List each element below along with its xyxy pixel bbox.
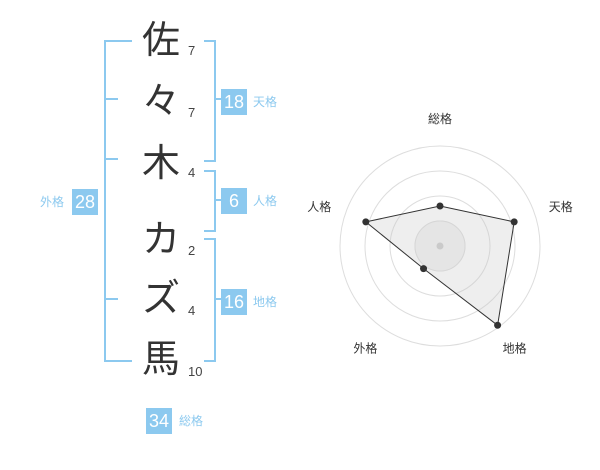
tenkaku-label: 天格 bbox=[253, 95, 278, 109]
radar-series-polygon bbox=[364, 205, 515, 327]
tenkaku-value: 18 bbox=[221, 89, 247, 115]
radar-ring bbox=[389, 195, 491, 297]
name-char-3: 木 bbox=[141, 141, 180, 185]
jinkaku-value: 6 bbox=[221, 188, 247, 214]
bracket-tick bbox=[104, 158, 118, 160]
jinkaku-bracket bbox=[204, 170, 216, 232]
stroke-count-5: 4 bbox=[188, 303, 196, 318]
radar-point-5 bbox=[362, 218, 370, 226]
gaikaku-value: 28 bbox=[72, 189, 98, 215]
radar-axis-label-4: 外格 bbox=[353, 341, 377, 356]
bracket-connector bbox=[214, 298, 222, 300]
gaikaku-bracket bbox=[104, 40, 132, 362]
radar-point-4 bbox=[420, 265, 428, 273]
bracket-tick bbox=[104, 298, 118, 300]
bracket-connector bbox=[214, 199, 222, 201]
radar-axis-label-1: 総格 bbox=[428, 111, 452, 126]
name-char-5: ズ bbox=[141, 276, 180, 320]
name-char-4: カ bbox=[141, 217, 180, 261]
stroke-count-4: 2 bbox=[188, 243, 196, 258]
stroke-count-2: 7 bbox=[188, 105, 196, 120]
radar-point-1 bbox=[436, 202, 444, 210]
stroke-count-3: 4 bbox=[188, 165, 196, 180]
chikaku-label: 地格 bbox=[253, 295, 278, 309]
tenkaku-bracket bbox=[204, 40, 216, 162]
soukaku-value: 34 bbox=[146, 408, 172, 434]
soukaku-label: 総格 bbox=[179, 414, 204, 428]
radar-point-3 bbox=[494, 321, 502, 329]
name-char-2: 々 bbox=[141, 79, 180, 123]
chikaku-value: 16 bbox=[221, 289, 247, 315]
stroke-count-1: 7 bbox=[188, 43, 196, 58]
bracket-connector bbox=[214, 98, 222, 100]
name-char-6: 馬 bbox=[141, 337, 180, 381]
radar-center-dot bbox=[436, 242, 444, 250]
radar-point-2 bbox=[510, 218, 518, 226]
radar-axis-label-2: 天格 bbox=[549, 199, 573, 214]
stroke-count-6: 10 bbox=[188, 364, 203, 379]
gaikaku-label: 外格 bbox=[40, 195, 65, 209]
radar-axis-label-3: 地格 bbox=[503, 341, 527, 356]
radar-ring bbox=[364, 170, 516, 322]
bracket-tick bbox=[104, 98, 118, 100]
name-char-1: 佐 bbox=[141, 18, 180, 62]
radar-axis-label-5: 人格 bbox=[307, 199, 331, 214]
chikaku-bracket bbox=[204, 238, 216, 362]
jinkaku-label: 人格 bbox=[253, 194, 278, 208]
